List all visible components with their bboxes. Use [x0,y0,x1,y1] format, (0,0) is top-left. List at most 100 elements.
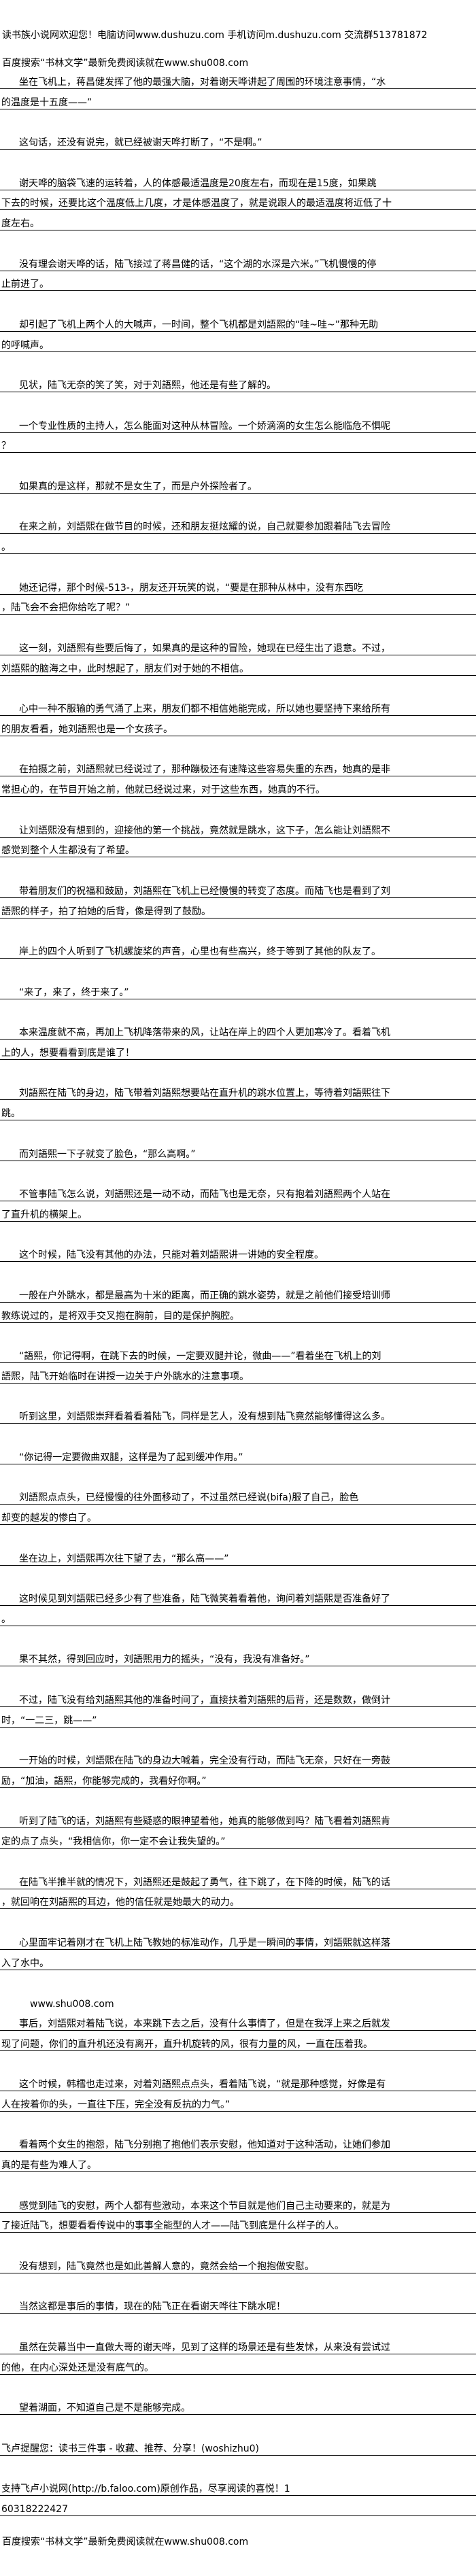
text-line: 却变的越发的惨白了。 [0,1505,476,1525]
text-line: 真的是有些为难人了。 [0,2152,476,2172]
text-line: 不管事陆飞怎么说，刘語熙还是一动不动，而陆飞也是无奈，只有抱着刘語熙两个人站在 [0,1181,476,1201]
paragraph: 心里面牢记着刚才在飞机上陆飞教她的标准动作，几乎是一瞬间的事情，刘語熙就这样落入… [0,1929,476,1970]
search-tip-header: 百度搜索“书林文学”最新免费阅读就在www.shu008.com [2,58,249,69]
text-line: 没有理会谢天哗的话，陆飞接过了蒋昌健的话，“这个湖的水深是六米。”飞机慢慢的停 [0,251,476,271]
paragraph: 没有理会谢天哗的话，陆飞接过了蒋昌健的话，“这个湖的水深是六米。”飞机慢慢的停止… [0,251,476,292]
line-text: 語熙的样子，拍了拍她的后背，像是得到了鼓励。 [1,906,211,917]
line-text: 定的点了点头，“我相信你，你一定不会让我失望的。” [1,1836,226,1847]
text-line: 一开始的时候，刘語熙在陆飞的身边大喊着，完全没有行动，而陆飞无奈，只好在一旁鼓 [0,1747,476,1768]
paragraph: 一开始的时候，刘語熙在陆飞的身边大喊着，完全没有行动，而陆飞无奈，只好在一旁鼓励… [0,1747,476,1788]
text-line: 望着湖面，不知道自己是不是能够完成。 [0,2394,476,2415]
paragraph: “語熙，你记得啊，在跳下去的时候，一定要双腿并论，微曲——”看着坐在飞机上的刘語… [0,1343,476,1384]
line-text: 却引起了飞机上两个人的大喊声，一时间，整个飞机都是刘語熙的“哇~哇~”那种无助 [19,319,378,330]
line-text: 感觉到整个人生都没有了希望。 [1,845,135,857]
line-text: 語熙，陆飞开始临时在讲授一边关于户外跳水的注意事项。 [1,1371,249,1382]
line-text: 却变的越发的惨白了。 [1,1513,97,1524]
text-line: ？ [0,433,476,453]
line-text: 不过，陆飞没有给刘語熙其他的准备时间了，直接扶着刘語熙的后背，还是数数，做倒计 [19,1694,390,1706]
text-line: 这一刻，刘語熙有些要后悔了，如果真的是这种的冒险，她现在已经生出了退意。不过， [0,635,476,655]
text-line: 感觉到整个人生都没有了希望。 [0,838,476,858]
line-text: 岸上的四个人听到了飞机螺旋桨的声音，心里也有些高兴，终于等到了其他的队友了。 [19,946,381,957]
text-line: 在拍摄之前，刘語熙就已经说过了，那种蹦极还有速降这些容易失重的东西，她真的是非 [0,757,476,777]
line-text: ，就回响在刘語熙的耳边，他的信任就是她最大的动力。 [1,1897,239,1908]
text-line: 飞卢提醒您：读书三件事 - 收藏、推荐、分享！(woshizhu0) [0,2435,476,2456]
text-line: 感觉到陆飞的安慰，两个人都有些激动，本来这个节目就是他们自己主动要来的，就是为 [0,2193,476,2213]
text-line: 上的人，想要看看到底是谁了！ [0,1040,476,1060]
line-text: 。 [1,542,11,553]
text-line: 教练说过的，是将双手交叉抱在胸前，目的是保护胸腔。 [0,1303,476,1323]
site-note: 支持飞卢小说网(http://b.faloo.com)原创作品，尽享阅读的喜悦！… [0,2475,476,2516]
paragraph: 这一刻，刘語熙有些要后悔了，如果真的是这种的冒险，她现在已经生出了退意。不过，刘… [0,635,476,676]
paragraph: “你记得一定要微曲双腿，这样是为了起到缓冲作用。” [0,1444,476,1464]
line-text: 虽然在荧幕当中一直做大哥的谢天哗，见到了这样的场景还是有些发怵，从来没有尝试过 [19,2341,390,2353]
line-text: 谢天哗的脑袋飞速的运转着，人的体感最适温度是20度左右，而现在是15度，如果跳 [19,177,377,189]
line-text: 望着湖面，不知道自己是不是能够完成。 [19,2403,190,2414]
line-text: 的温度是十五度——” [1,97,92,108]
text-line: 当然这都是事后的事情，现在的陆飞正在看谢天哗往下跳水呢！ [0,2294,476,2314]
line-text: 入了水中。 [1,1957,49,1969]
paragraph: 不管事陆飞怎么说，刘語熙还是一动不动，而陆飞也是无奈，只有抱着刘語熙两个人站在了… [0,1181,476,1222]
line-text: “你记得一定要微曲双腿，这样是为了起到缓冲作用。” [19,1452,243,1463]
line-text: 人在按着你的头，一直往下压，完全没有反抗的力气。” [1,2099,231,2110]
line-text: 看着两个女生的抱怨，陆飞分别抱了抱他们表示安慰，他知道对于这种活动，让她们参加 [19,2140,390,2151]
line-text: 心中一种不服输的勇气涌了上来，朋友们都不相信她能完成，所以她也要坚持下来给所有 [19,704,390,715]
line-text: 这一刻，刘語熙有些要后悔了，如果真的是这种的冒险，她现在已经生出了退意。不过， [19,642,390,654]
line-text: 了直升机的横架上。 [1,1209,87,1220]
paragraph: 这个时候，韩樰也走过来，对着刘語熙点点头，看着陆飞说，“就是那种感觉，好像是有人… [0,2071,476,2112]
text-line: 这个时候，韩樰也走过来，对着刘語熙点点头，看着陆飞说，“就是那种感觉，好像是有 [0,2071,476,2091]
line-text: 事后，刘語熙对着陆飞说，本来跳下去之后，没有什么事情了，但是在我浮上来之后就发 [19,2018,390,2029]
text-line: 却引起了飞机上两个人的大喊声，一时间，整个飞机都是刘語熙的“哇~哇~”那种无助 [0,311,476,332]
paragraph: 见状，陆飞无奈的笑了笑，对于刘語熙，他还是有些了解的。 [0,372,476,392]
paragraph: 不过，陆飞没有给刘語熙其他的准备时间了，直接扶着刘語熙的后背，还是数数，做倒计时… [0,1687,476,1728]
line-text: 一般在户外跳水，都是最高为十米的距离，而正确的跳水姿势，就是之前他们接受培训师 [19,1290,390,1301]
paragraph: 在拍摄之前，刘語熙就已经说过了，那种蹦极还有速降这些容易失重的东西，她真的是非常… [0,757,476,797]
line-text: 带着朋友们的祝福和鼓励，刘語熙在飞机上已经慢慢的转变了态度。而陆飞也是看到了刘 [19,885,390,897]
paragraph: 刘語熙在陆飞的身边，陆飞带着刘語熙想要站在直升机的跳水位置上，等待着刘語熙往下跳… [0,1080,476,1120]
paragraph: 事后，刘語熙对着陆飞说，本来跳下去之后，没有什么事情了，但是在我浮上来之后就发现… [0,2010,476,2051]
line-text: “語熙，你记得啊，在跳下去的时候，一定要双腿并论，微曲——”看着坐在飞机上的刘 [19,1351,381,1362]
line-text: 这时候见到刘語熙已经多少有了些准备，陆飞微笑着看着他，询问着刘語熙是否准备好了 [19,1594,390,1604]
line-text: 果不其然，得到回应时，刘語熙用力的摇头，“没有，我没有准备好。” [19,1654,310,1666]
paragraph: 没有想到，陆飞竟然也是如此善解人意的，竟然会给一个抱抱做安慰。 [0,2253,476,2273]
text-line: 定的点了点头，“我相信你，你一定不会让我失望的。” [0,1828,476,1849]
line-text: “来了，来了，终于来了。” [19,986,129,998]
line-text: 在陆飞半推半就的情况下，刘語熙还是鼓起了勇气，往下跳了，在下降的时候，陆飞的话 [19,1876,390,1888]
text-line: 看着两个女生的抱怨，陆飞分别抱了抱他们表示安慰，他知道对于这种活动，让她们参加 [0,2132,476,2152]
line-text: 在来之前，刘語熙在做节目的时候，还和朋友挺炫耀的说，自己就要参加跟着陆飞去冒险 [19,521,390,533]
text-line: 了直升机的横架上。 [0,1201,476,1222]
line-text: 让刘語熙没有想到的，迎接他的第一个挑战，竟然就是跳水，这下子，怎么能让刘語熙不 [19,825,390,836]
text-line: 谢天哗的脑袋飞速的运转着，人的体感最适温度是20度左右，而现在是15度，如果跳 [0,170,476,190]
text-line: 刘語熙的脑海之中，此时想起了，朋友们对于她的不相信。 [0,655,476,676]
text-line: 心里面牢记着刚才在飞机上陆飞教她的标准动作，几乎是一瞬间的事情，刘語熙就这样落 [0,1929,476,1950]
paragraph: 看着两个女生的抱怨，陆飞分别抱了抱他们表示安慰，他知道对于这种活动，让她们参加真… [0,2132,476,2172]
line-text: 一个专业性质的主持人，怎么能面对这种从林冒险。一个娇滴滴的女生怎么能临危不惧呢 [19,420,390,432]
text-line: 人在按着你的头，一直往下压，完全没有反抗的力气。” [0,2091,476,2112]
line-text: 的他，在内心深处还是没有底气的。 [1,2362,154,2373]
paragraph: 一般在户外跳水，都是最高为十米的距离，而正确的跳水姿势，就是之前他们接受培训师教… [0,1282,476,1323]
text-line: 事后，刘語熙对着陆飞说，本来跳下去之后，没有什么事情了，但是在我浮上来之后就发 [0,2010,476,2031]
text-line: 带着朋友们的祝福和鼓励，刘語熙在飞机上已经慢慢的转变了态度。而陆飞也是看到了刘 [0,878,476,898]
line-text: 坐在飞机上，蒋昌健发挥了他的最强大脑，对着谢天哗讲起了周围的环境注意事情，“水 [19,76,386,88]
text-line: 語熙的样子，拍了拍她的后背，像是得到了鼓励。 [0,898,476,918]
line-text: 没有想到，陆飞竟然也是如此善解人意的，竟然会给一个抱抱做安慰。 [19,2261,314,2272]
line-text: 上的人，想要看看到底是谁了！ [1,1047,135,1059]
text-line: 没有想到，陆飞竟然也是如此善解人意的，竟然会给一个抱抱做安慰。 [0,2253,476,2273]
text-line: 刘語熙点点头，已经慢慢的往外面移动了，不过虽然已经说(bifa)服了自己，脸色 [0,1485,476,1505]
source-watermark: www.shu008.com [0,1990,476,2010]
paragraph: 本来温度就不高，再加上飞机降落带来的风，让站在岸上的四个人更加寒冷了。看着飞机上… [0,1019,476,1060]
text-line: 的他，在内心深处还是没有底气的。 [0,2354,476,2375]
line-text: ？ [1,441,11,452]
line-text: 这个时候，韩樰也走过来，对着刘語熙点点头，看着陆飞说，“就是那种感觉，好像是有 [19,2079,386,2090]
text-line: 一个专业性质的主持人，怎么能面对这种从林冒险。一个娇滴滴的女生怎么能临危不惧呢 [0,413,476,433]
line-text: 真的是有些为难人了。 [1,2160,97,2171]
line-text: 跳。 [1,1108,20,1119]
text-line: 60318222427 [0,2496,476,2516]
paragraph: 果不其然，得到回应时，刘語熙用力的摇头，“没有，我没有准备好。” [0,1647,476,1667]
paragraph: 这个时候，陆飞没有其他的办法，只能对着刘語熙讲一讲她的安全程度。 [0,1242,476,1263]
text-line: 励，“加油，語熙，你能够完成的，我看好你啊。” [0,1768,476,1788]
paragraph: 望着湖面，不知道自己是不是能够完成。 [0,2394,476,2415]
search-tip-footer: 百度搜索“书林文学”最新免费阅读就在www.shu008.com [2,2536,249,2547]
text-line: 听到这里，刘語熙崇拜看着看着陆飞，同样是艺人，没有想到陆飞竟然能够懂得这么多。 [0,1404,476,1424]
line-text: 度左右。 [1,218,39,229]
paragraph: 让刘語熙没有想到的，迎接他的第一个挑战，竟然就是跳水，这下子，怎么能让刘語熙不感… [0,817,476,858]
